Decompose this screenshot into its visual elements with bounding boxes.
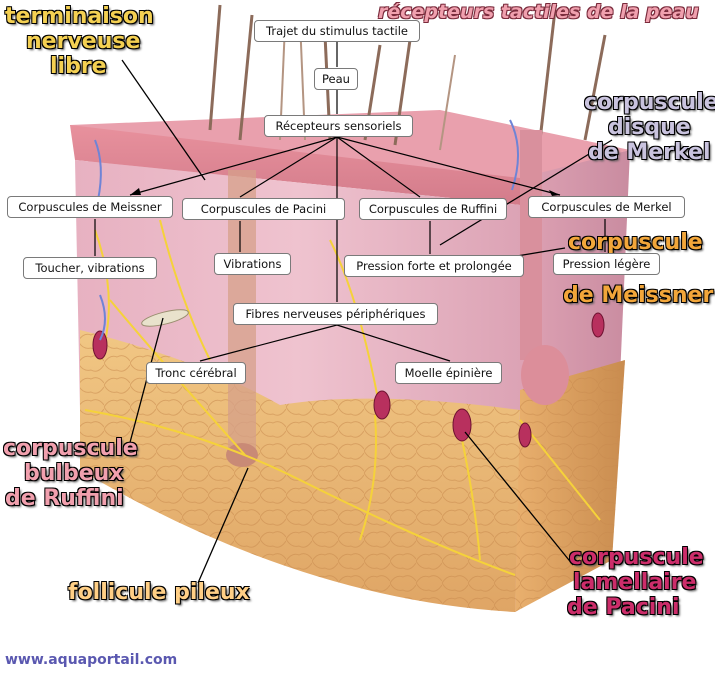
node-toucher: Toucher, vibrations [23,257,157,279]
label-merkel-line3: de Merkel [588,140,711,165]
label-pacini-line1: corpuscule [569,545,704,570]
node-merkel: Corpuscules de Merkel [528,196,685,218]
label-terminaison-line3: libre [50,54,107,79]
node-tronc: Tronc cérébral [146,362,246,384]
node-pacini: Corpuscules de Pacini [182,198,345,220]
label-meissner-line1: corpuscule [568,230,703,255]
node-ruffini: Corpuscules de Ruffini [359,198,507,220]
label-ruffini-line2: bulbeux [24,461,124,486]
label-merkel-line2: disque [608,115,691,140]
label-meissner-line2: de Meissner [563,283,714,308]
node-pression-legere: Pression légère [553,253,660,275]
node-recepteurs: Récepteurs sensoriels [264,115,413,137]
node-vibrations: Vibrations [214,253,291,275]
label-follicule: follicule pileux [68,580,250,605]
watermark-url[interactable]: www.aquaportail.com [5,652,178,668]
label-ruffini-line3: de Ruffini [5,486,124,511]
label-ruffini-line1: corpuscule [3,436,138,461]
label-terminaison-line1: terminaison [5,4,154,29]
node-fibres: Fibres nerveuses périphériques [233,303,438,325]
label-pacini-line3: de Pacini [567,595,680,620]
label-merkel-line1: corpuscule [584,90,715,115]
node-trajet: Trajet du stimulus tactile [254,20,420,42]
diagram-title: récepteurs tactiles de la peau [378,1,699,23]
label-pacini-line2: lamellaire [573,570,697,595]
node-peau: Peau [314,68,358,90]
node-pression-forte: Pression forte et prolongée [344,255,524,277]
node-meissner: Corpuscules de Meissner [7,196,173,218]
label-terminaison-line2: nerveuse [26,29,141,54]
node-moelle: Moelle épinière [395,362,502,384]
